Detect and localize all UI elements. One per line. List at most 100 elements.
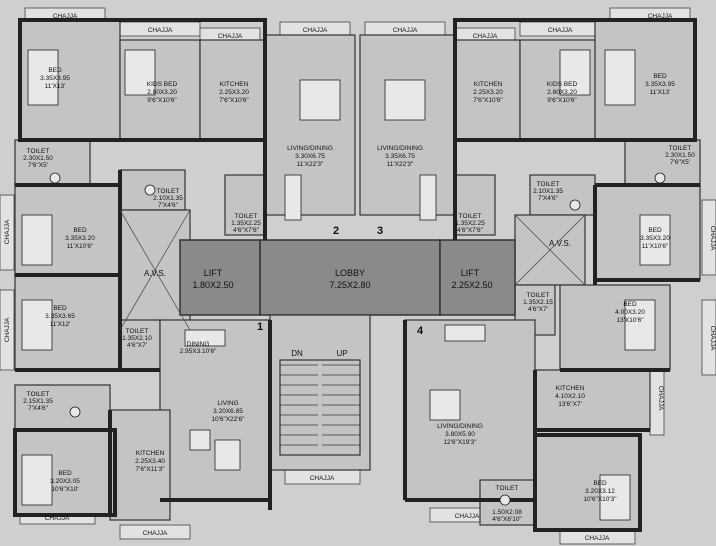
- room-name: DINING: [187, 341, 210, 348]
- room-dim: 3.35X3.95: [645, 81, 675, 88]
- lobby-label: LOBBY: [335, 268, 365, 278]
- avs-marks: [119, 209, 586, 331]
- chajja-label: CHAJJA: [4, 317, 11, 342]
- room-dim: 2.80X3.20: [547, 89, 577, 96]
- room-name: KITCHEN: [220, 81, 249, 88]
- room-name: TOILET: [527, 292, 550, 299]
- room-name: TOILET: [126, 328, 149, 335]
- chajja-label: CHAJJA: [393, 27, 418, 34]
- room-name: KITCHEN: [556, 385, 585, 392]
- room-dim: 3.35X3.95: [40, 75, 70, 82]
- room-dim-ft: 7'6"X5': [28, 162, 48, 169]
- room-dim-ft: 12'6"X19'3": [443, 439, 477, 446]
- room-dim: 2.80X3.20: [147, 89, 177, 96]
- lift-label: LIFT: [204, 268, 223, 278]
- room-dim: 3.80X5.90: [445, 431, 475, 438]
- room-dim-ft: 11'X10'6": [642, 243, 669, 250]
- room-dim-ft: 7'X4'6": [538, 195, 559, 202]
- room-dim-ft: 11'X13': [650, 89, 671, 96]
- room-dim: 3.35X3.65: [45, 313, 75, 320]
- room-name: BED: [48, 67, 62, 74]
- room-dim-ft: 11'X22'3": [387, 161, 414, 168]
- staircase: [280, 364, 360, 446]
- lift-dim: 2.25X2.50: [451, 280, 492, 290]
- lobby-dim: 7.25X2.80: [329, 280, 370, 290]
- room-dim-ft: 4'6"X6'10": [492, 516, 522, 523]
- chajja-label: CHAJJA: [4, 219, 11, 244]
- chajja-label: CHAJJA: [148, 27, 173, 34]
- room-dim: 2.25X3.20: [219, 89, 249, 96]
- room-dim: 3.35X3.20: [640, 235, 670, 242]
- room-dim: 2.25X3.20: [473, 89, 503, 96]
- avs-label: A.V.S.: [144, 269, 166, 278]
- chajja-label: CHAJJA: [473, 33, 498, 40]
- room-dim: 1.35X2.25: [455, 220, 485, 227]
- room-dim: 3.20X3.12: [585, 488, 615, 495]
- room-name: BED: [53, 305, 67, 312]
- room-dim: 2.95X3.10'6": [180, 348, 217, 355]
- room-name: KITCHEN: [136, 450, 165, 457]
- chajja-label: CHAJJA: [657, 386, 664, 411]
- room-dim: 2.10X1.35: [153, 195, 183, 202]
- room-dim: 3.35X6.75: [385, 153, 415, 160]
- room-name: TOILET: [669, 145, 692, 152]
- chajja-label: CHAJJA: [218, 33, 243, 40]
- room-name: BED: [58, 470, 72, 477]
- room-name: BED: [73, 227, 87, 234]
- unit-number-3: 3: [377, 225, 383, 237]
- chajja-label: CHAJJA: [548, 27, 573, 34]
- room-dim-ft: 10'6"X22'6": [211, 416, 245, 423]
- room-dim: 2.30X1.50: [665, 152, 695, 159]
- chajja-label: CHAJJA: [310, 475, 335, 482]
- room-name: KIDS BED: [147, 81, 178, 88]
- room-dim: 1.50X2.08: [492, 509, 522, 516]
- room-dim-ft: 7'6"X10'6": [473, 97, 503, 104]
- room-name: BED: [648, 227, 662, 234]
- room-dim: 1.35X2.15: [523, 299, 553, 306]
- chajja-label: CHAJJA: [648, 13, 673, 20]
- room-dim-ft: 11'X13': [45, 83, 66, 90]
- room-dim-ft: 7'6"X11'3": [135, 466, 165, 473]
- chajja-label: CHAJJA: [455, 513, 480, 520]
- room-dim-ft: 10'6"X10': [51, 486, 78, 493]
- room-dim: 1.35X2.25: [231, 220, 261, 227]
- room-name: KITCHEN: [474, 81, 503, 88]
- stair-up-label: UP: [336, 349, 347, 358]
- room-dim-ft: 13'X10'6": [616, 317, 644, 324]
- lift-dim: 1.80X2.50: [192, 280, 233, 290]
- room-name: TOILET: [27, 148, 50, 155]
- room-name: BED: [593, 480, 607, 487]
- lift-label: LIFT: [461, 268, 480, 278]
- room-dim-ft: 7'X4'6": [158, 202, 179, 209]
- room-name: BED: [623, 301, 637, 308]
- room-dim-ft: 10'6"X10'3": [583, 496, 617, 503]
- room-name: LIVING/DINING: [437, 423, 483, 430]
- room-dim: 4.10X2.10: [555, 393, 585, 400]
- labels: CHAJJA CHAJJA CHAJJA CHAJJA CHAJJA CHAJJ…: [4, 13, 716, 542]
- room-name: LIVING/DINING: [287, 145, 333, 152]
- room-dim-ft: 7'6"X10'6": [219, 97, 249, 104]
- chajja-label: CHAJJA: [53, 13, 78, 20]
- room-dim: 3.30X6.75: [295, 153, 325, 160]
- furniture: [21, 49, 671, 521]
- unit-number-2: 2: [333, 225, 339, 237]
- room-dim-ft: 4'6"X7'6": [233, 227, 260, 234]
- room-dim-ft: 7'6"X5': [670, 159, 690, 166]
- room-name: BED: [653, 73, 667, 80]
- chajja-label: CHAJJA: [585, 535, 610, 542]
- room-name: TOILET: [459, 213, 482, 220]
- room-dim-ft: 4'6"X7': [528, 306, 548, 313]
- room-dim-ft: 13'6"X7': [558, 401, 582, 408]
- room-dim: 3.20X6.85: [213, 408, 243, 415]
- chajja-label: CHAJJA: [143, 530, 168, 537]
- stair-down-label: DN: [291, 349, 303, 358]
- room-dim: 3.35X3.20: [65, 235, 95, 242]
- room-dim: 2.15X1.35: [23, 398, 53, 405]
- room-name: TOILET: [27, 391, 50, 398]
- chajja-label: CHAJJA: [709, 326, 716, 351]
- chajja-label: CHAJJA: [709, 226, 716, 251]
- room-dim: 2.30X1.50: [23, 155, 53, 162]
- room-dim-ft: 11'X22'3": [297, 161, 324, 168]
- room-dim-ft: 11'X12': [50, 321, 71, 328]
